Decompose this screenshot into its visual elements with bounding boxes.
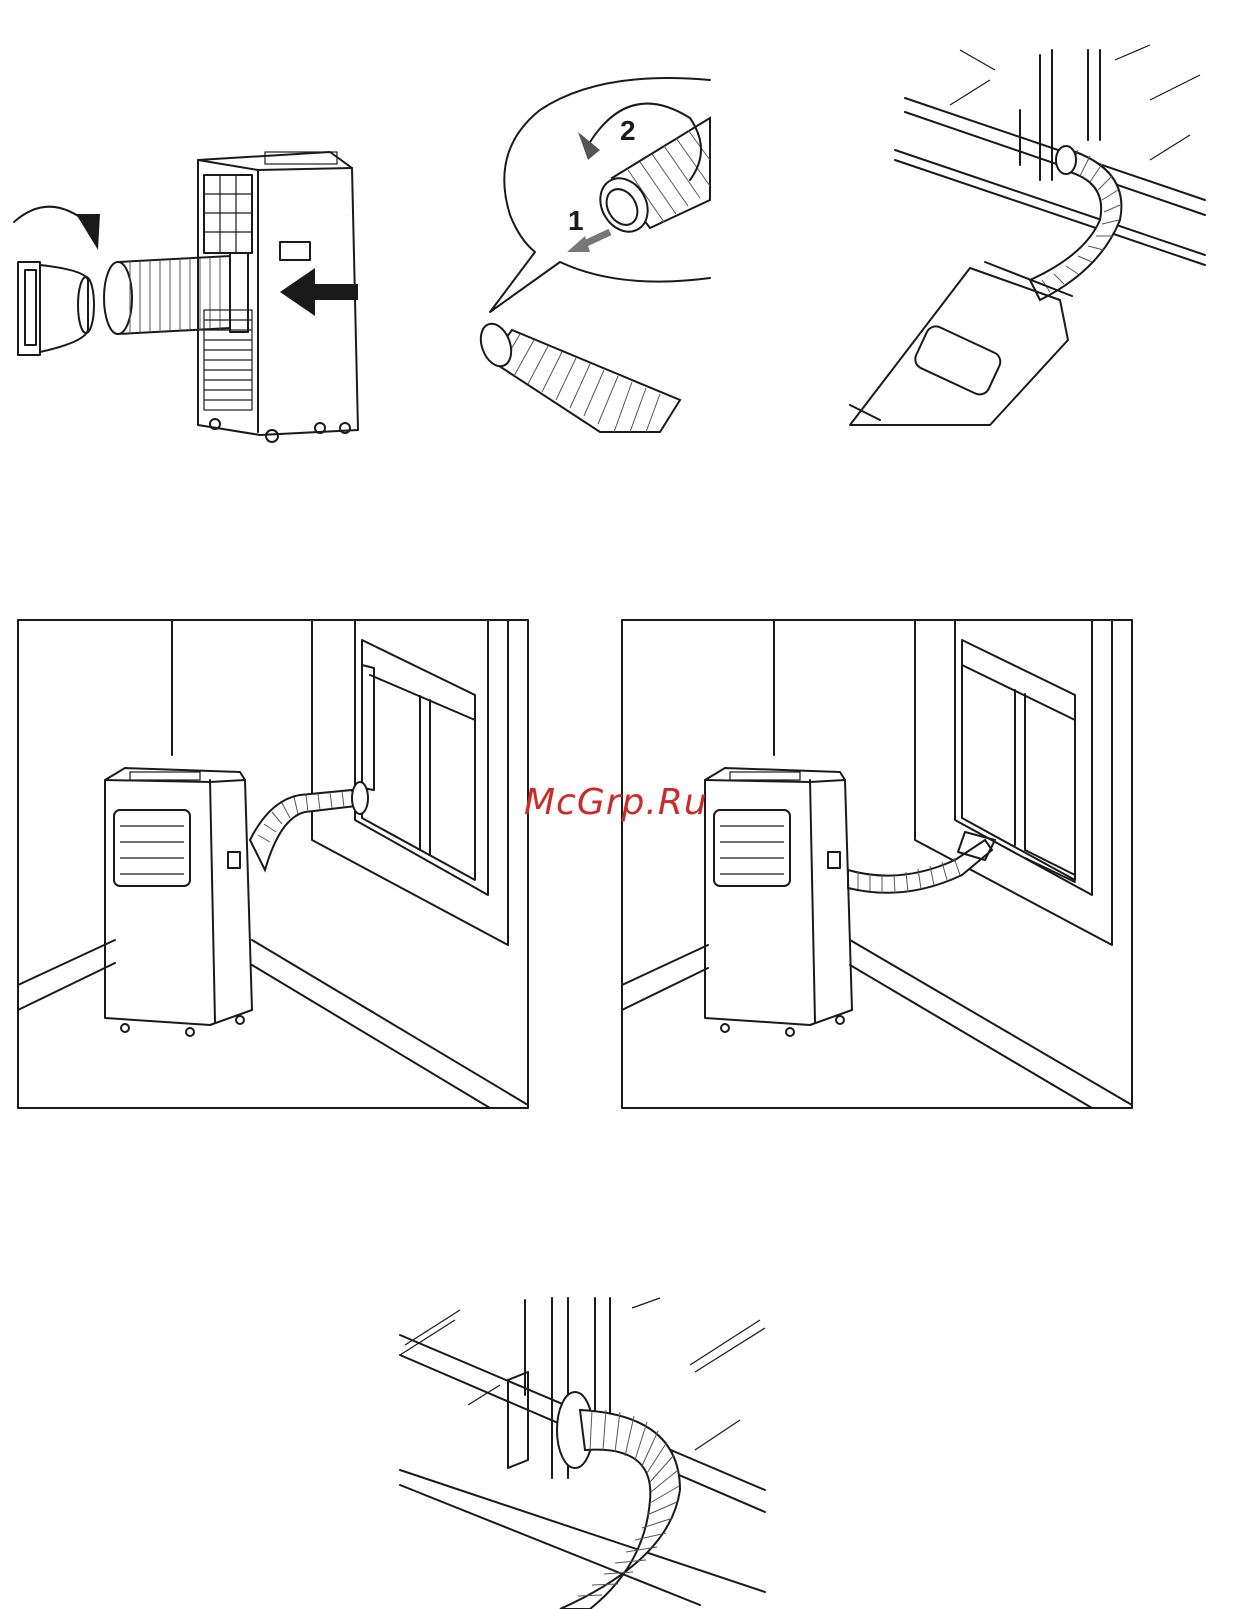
- top-middle-illustration: 2 1: [475, 78, 710, 432]
- top-left-illustration: [14, 152, 358, 442]
- top-right-hose: [1030, 146, 1121, 300]
- window-right: [915, 620, 1112, 945]
- top-right-illustration: [850, 45, 1205, 425]
- bottom-illustration: [400, 1298, 765, 1609]
- front-grille: [204, 175, 252, 253]
- callout-hose: [591, 118, 710, 240]
- room-scene-right: [622, 620, 1132, 1108]
- bottom-hose: [557, 1392, 680, 1609]
- main-hose: [475, 320, 680, 432]
- glass-reflections: [950, 45, 1200, 160]
- room-scene-left: [18, 620, 528, 1108]
- step-2-label: 2: [620, 115, 636, 146]
- unit-right: [705, 768, 852, 1036]
- exhaust-hose: [104, 253, 248, 334]
- push-arrow-icon: [280, 268, 358, 316]
- scene-frame-left: [18, 620, 528, 1108]
- window-frame: [895, 50, 1205, 265]
- step-1-label: 1: [568, 205, 584, 236]
- scene-frame-right: [622, 620, 1132, 1108]
- curved-arrow-head: [76, 214, 100, 250]
- hose-right: [848, 832, 995, 893]
- window-adapter: [18, 262, 94, 355]
- window-left: [312, 620, 508, 945]
- hose-left: [250, 782, 368, 870]
- unit-left: [105, 768, 252, 1036]
- rotate-arrow-head: [578, 132, 600, 160]
- watermark-text: McGrp.Ru: [524, 782, 708, 823]
- handle: [280, 242, 310, 260]
